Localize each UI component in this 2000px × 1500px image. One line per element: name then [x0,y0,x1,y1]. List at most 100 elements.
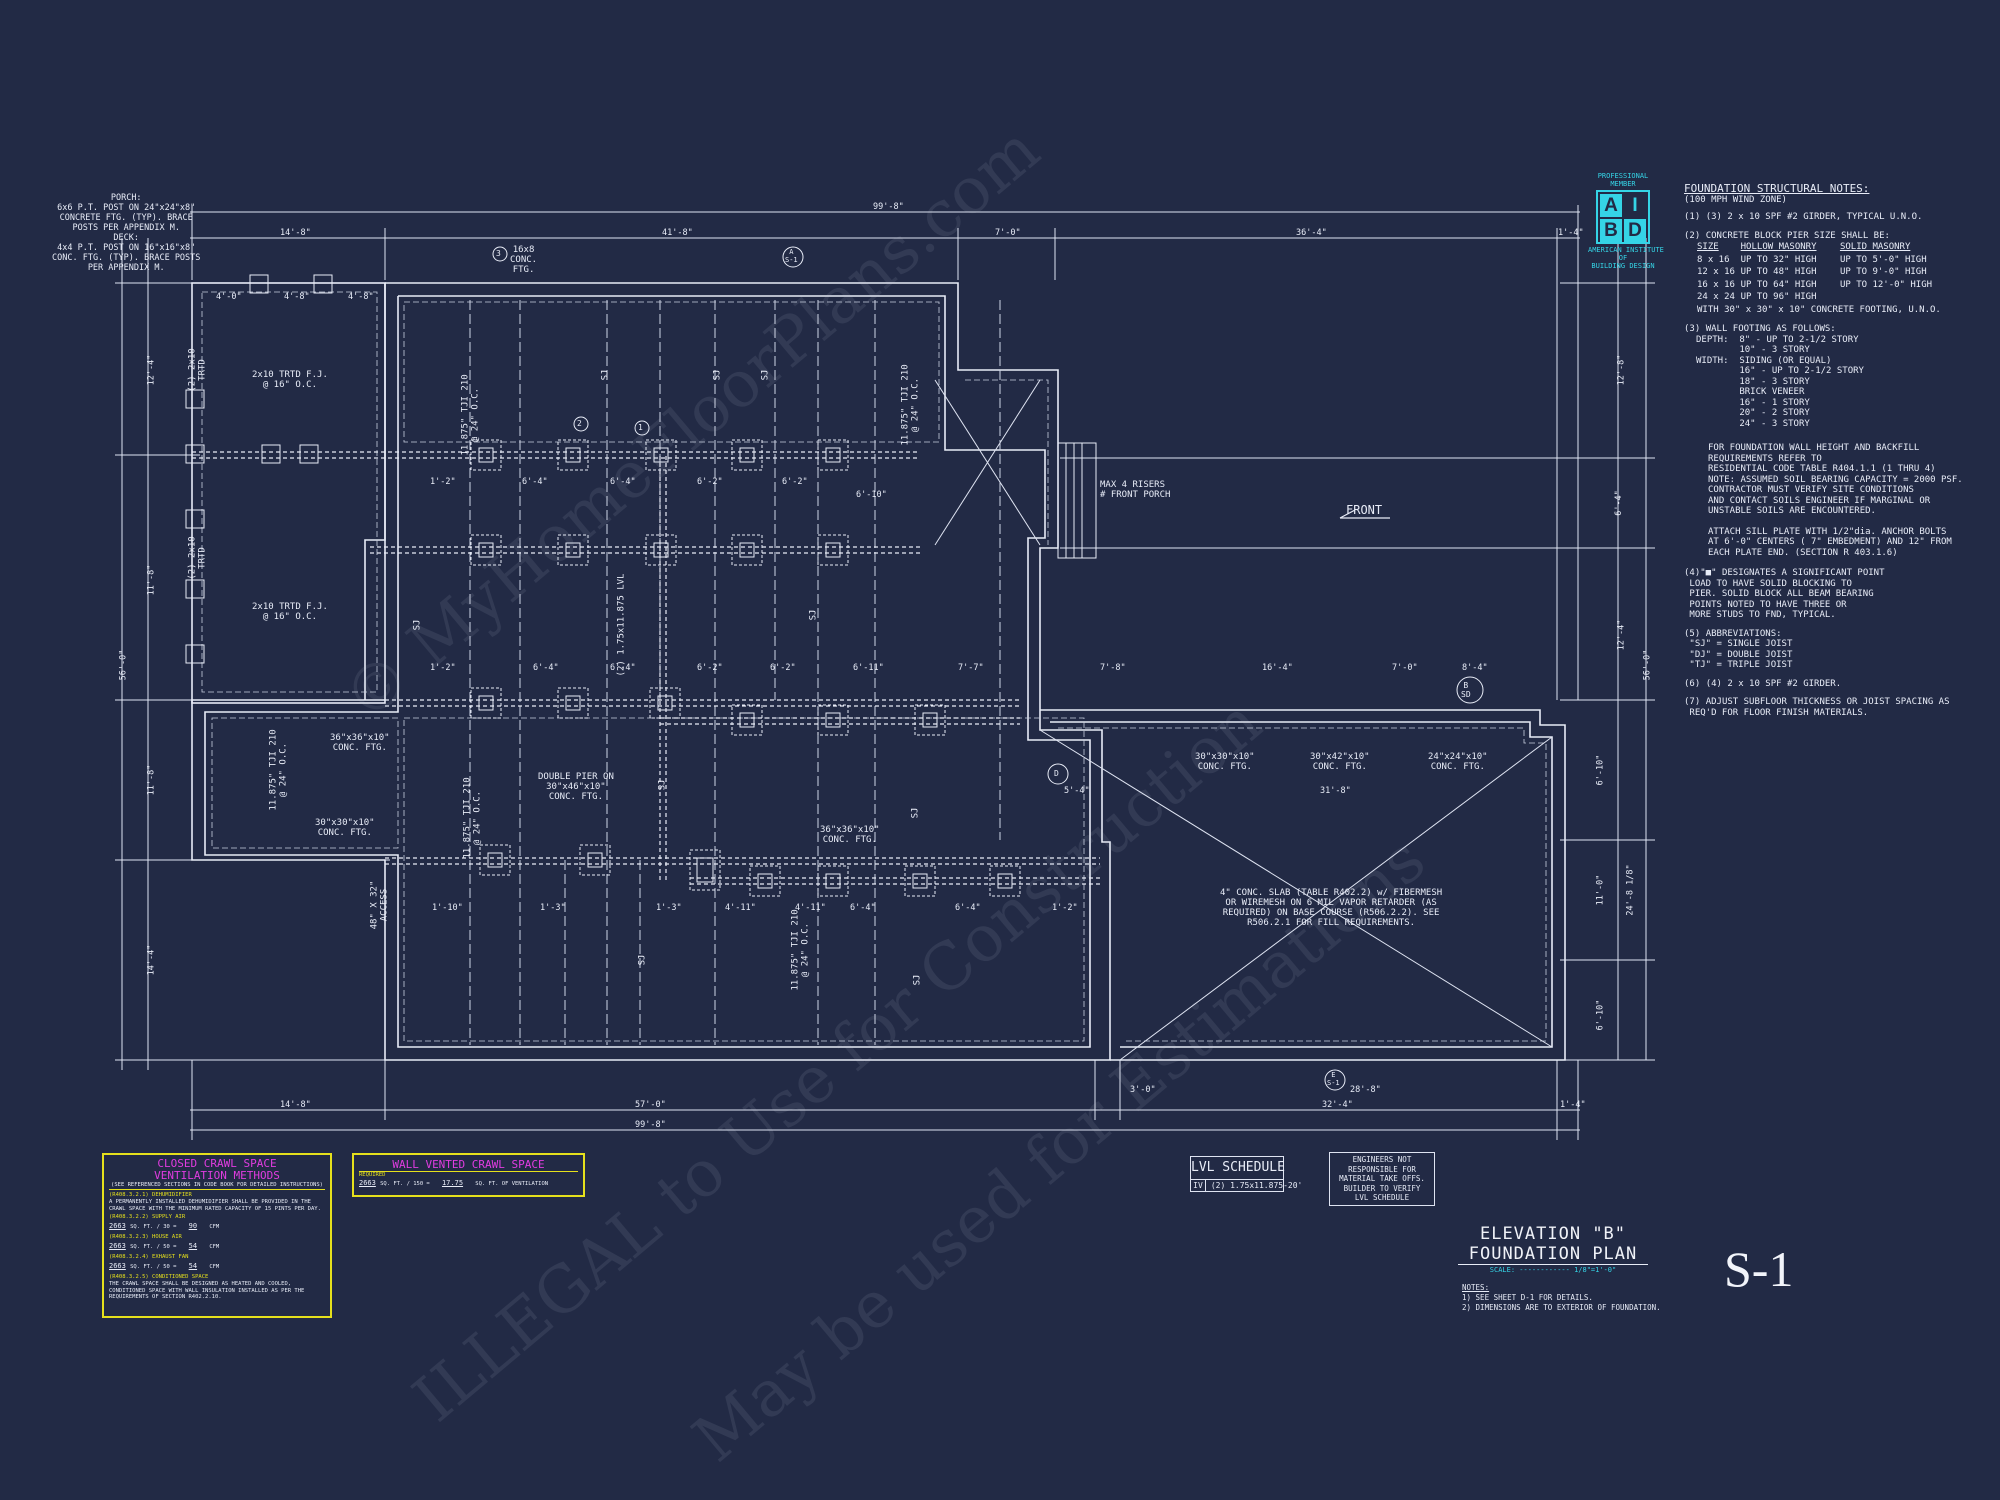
dim-row3-f: 6'-11" [853,663,884,673]
dim-row1-a: 4'-0" [216,292,242,302]
dehumidifier-heading: (R408.3.2.1) DEHUMIDIFIER [109,1192,192,1198]
aibd-letter-b: B [1600,219,1622,242]
dim-row3-i: 16'-4" [1262,663,1293,673]
dim-right-seg-1: 12'-8" [1616,354,1627,386]
dim-row3-a: 1'-2" [430,663,456,673]
dim-left-seg-3: 11'-8" [146,764,157,796]
label-ftg-30x42: 30"x42"x10" CONC. FTG. [1310,752,1370,772]
dim-bottom-seg-4: 28'-8" [1350,1085,1381,1095]
joist-tag-8: SJ [637,954,648,966]
joist-tag-3: SJ [760,369,771,381]
joist-tag-4: SJ [808,609,819,621]
detail-tag-2: 2 [577,419,582,428]
dim-row3-c: 6'-4" [610,663,636,673]
dim-slab-a: 5'-4" [1064,786,1090,796]
porch-deck-note: PORCH: 6x6 P.T. POST ON 24"x24"x8" CONCR… [52,193,201,273]
note-2: (2) CONCRETE BLOCK PIER SIZE SHALL BE: [1684,230,1890,241]
dim-row4-e: 4'-11" [795,903,826,913]
title-notes: NOTES: 1) SEE SHEET D-1 FOR DETAILS. 2) … [1462,1283,1661,1313]
dim-slab-b: 31'-8" [1320,786,1351,796]
drawing-title-line1: ELEVATION "B" [1479,1224,1627,1244]
lvl-schedule: LVL SCHEDULE IV (2) 1.75x11.875-20' [1190,1156,1302,1192]
label-girder-left-1: (2) 2x10 TRTD [187,348,208,392]
label-ftg-30-b: 30"x30"x10" CONC. FTG. [1195,752,1255,772]
label-deck-joist-1: 2x10 TRTD F.J. @ 16" O.C. [252,370,328,390]
dim-right-seg-3: 12'-4" [1616,619,1627,651]
dim-row4-h: 1'-2" [1052,903,1078,913]
notes-heading: FOUNDATION STRUCTURAL NOTES: [1684,182,1870,195]
supply-air-calc: 2663 SQ. FT. / 30 = 90 CFM [109,1222,220,1230]
dim-row2-a: 1'-2" [430,477,456,487]
dim-row2-e: 6'-2" [782,477,808,487]
dim-row3-j: 7'-0" [1392,663,1418,673]
lvl-schedule-title: LVL SCHEDULE [1191,1157,1285,1180]
dim-left-seg-4: 14'-4" [146,944,157,976]
dim-right-overall: 56'-0" [1642,649,1653,681]
label-conc-ftg-16x8: 16x8 CONC. FTG. [510,245,538,275]
dim-row2-f: 6'-10" [856,490,887,500]
detail-tag-e: E S-1 [1327,1071,1340,1087]
label-girder-left-2: (2) 2x10 TRTD [187,536,208,580]
dim-left-seg-2: 11'-8" [146,564,157,596]
dim-top-seg-3: 7'-0" [995,228,1021,238]
house-air-calc: 2663 SQ. FT. / 50 = 54 CFM [109,1242,220,1250]
dehumidifier-text: A PERMANENTLY INSTALLED DEHUMIDIFIER SHA… [109,1199,321,1212]
drawing-scale: SCALE: ------------ 1/8"=1'-0" [1489,1266,1617,1274]
dim-row3-h: 7'-8" [1100,663,1126,673]
aibd-badge-top: PROFESSIONAL MEMBER [1597,172,1649,188]
dim-row3-g: 7'-7" [958,663,984,673]
dim-left-overall: 56'-0" [118,649,129,681]
dim-row4-c: 1'-3" [656,903,682,913]
detail-tag-d: D [1054,769,1059,778]
label-ftg-36-b: 36"x36"x10" CONC. FTG. [820,825,880,845]
joist-tag-5: SJ [412,619,423,631]
structural-notes: FOUNDATION STRUCTURAL NOTES: (100 MPH WI… [1684,182,1984,718]
note-1: (1) (3) 2 x 10 SPF #2 GIRDER, TYPICAL U.… [1684,212,1923,222]
dim-bottom-inner: 32'-4" [1322,1100,1353,1110]
dim-row3-d: 6'-2" [697,663,723,673]
dim-row1-b: 4'-8" [284,292,310,302]
dim-row4-b: 1'-3" [540,903,566,913]
label-max-risers: MAX 4 RISERS # FRONT PORCH [1100,480,1171,500]
detail-tag-1: 1 [638,423,643,432]
engineer-note: ENGINEERS NOT RESPONSIBLE FOR MATERIAL T… [1329,1152,1435,1206]
exhaust-fan-calc: 2663 SQ. FT. / 50 = 54 CFM [109,1262,220,1270]
label-ftg-24: 24"x24"x10" CONC. FTG. [1428,752,1488,772]
dim-row2-d: 6'-2" [697,477,723,487]
detail-tag-3: 3 [496,249,501,258]
joist-tag-9: SJ [912,974,923,986]
pier-size-table: SIZE HOLLOW MASONRY SOLID MASONRY 8 x 16… [1697,242,1941,315]
dim-top-seg-1: 14'-8" [280,228,311,238]
label-tji-2: 11.875" TJI 210 @ 24" O.C. [900,364,921,446]
dim-top-seg-4: 36'-4" [1296,228,1327,238]
dim-overall-bottom: 99'-8" [635,1120,666,1130]
aibd-badge-bottom: AMERICAN INSTITUTE OF BUILDING DESIGN [1588,246,1664,270]
note-para-1: FOR FOUNDATION WALL HEIGHT AND BACKFILL … [1708,443,1963,516]
dim-bottom-seg-1: 14'-8" [280,1100,311,1110]
joist-tag-1: SJ [600,369,611,381]
lvl-schedule-row: IV (2) 1.75x11.875-20' [1191,1180,1302,1191]
label-front: FRONT [1346,503,1383,517]
dim-row3-k: 8'-4" [1462,663,1488,673]
dim-top-seg-2: 41'-8" [662,228,693,238]
note-5: (5) ABBREVIATIONS: "SJ" = SINGLE JOIST "… [1684,628,1793,671]
aibd-logo: A I B D [1596,190,1650,244]
drawing-title-block: ELEVATION "B" FOUNDATION PLAN SCALE: ---… [1458,1224,1648,1276]
dim-overall-top: 99'-8" [873,202,904,212]
dim-row4-a: 1'-10" [432,903,463,913]
dim-right-seg-4: 6'-10" [1595,754,1606,786]
label-deck-joist-2: 2x10 TRTD F.J. @ 16" O.C. [252,602,328,622]
wall-vented-required: REQUIRED [359,1172,386,1178]
footing-spec: DEPTH: 8" - UP TO 2-1/2 STORY 10" - 3 ST… [1696,334,1864,429]
dim-row2-b: 6'-4" [522,477,548,487]
aibd-letter-i: I [1632,195,1638,216]
note-para-2: ATTACH SILL PLATE WITH 1/2"dia. ANCHOR B… [1708,526,1952,558]
dim-row1-c: 4'-8" [348,292,374,302]
title-notes-heading: NOTES: [1462,1283,1490,1292]
label-lvl: (2) 1.75x11.875 LVL [616,573,627,677]
dim-bottom-seg-5: 1'-4" [1560,1100,1586,1110]
title-note-2: 2) DIMENSIONS ARE TO EXTERIOR OF FOUNDAT… [1462,1303,1661,1312]
closed-crawl-ref: (SEE REFERENCED SECTIONS IN CODE BOOK FO… [109,1182,325,1190]
